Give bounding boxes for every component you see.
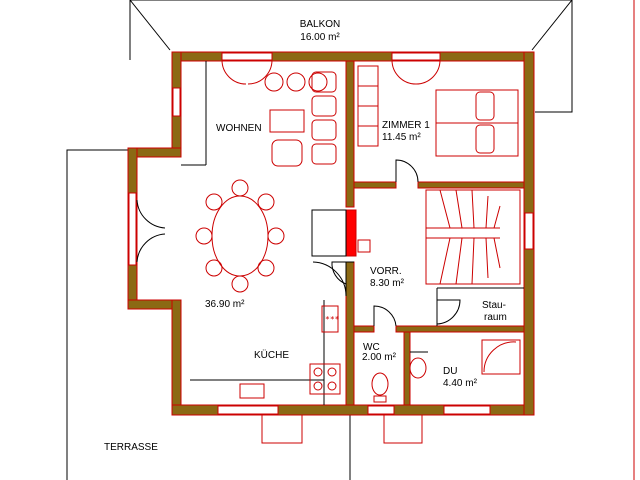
thin-lines: [181, 61, 524, 405]
terrasse-label: TERRASSE: [104, 442, 158, 453]
zimmer1-label: ZIMMER 1: [382, 120, 430, 131]
dining-table: [195, 179, 285, 293]
balcony-door: [221, 59, 441, 85]
wc-label: WC: [363, 342, 380, 353]
balkon-area: 16.00 m²: [300, 32, 340, 43]
staircase: [425, 189, 521, 285]
bathroom-fixtures: [371, 339, 521, 403]
wc-area: 2.00 m²: [362, 352, 397, 363]
bedroom-furniture: [357, 65, 519, 157]
du-label: DU: [443, 366, 457, 377]
kitchen-furniture: ***: [239, 305, 341, 399]
interior-walls: [345, 60, 525, 406]
living-furniture: [264, 71, 337, 167]
stove: [311, 209, 347, 257]
doors: [136, 159, 461, 353]
chimney: [345, 209, 357, 257]
chimney-box: [357, 239, 371, 253]
stauraum-label-1: Stau-: [482, 300, 506, 311]
vorr-area: 8.30 m²: [370, 278, 405, 289]
vorr-label: VORR.: [370, 266, 402, 277]
zimmer1-area: 11.45 m²: [382, 132, 421, 143]
balcony-outline: [129, 0, 573, 113]
du-area: 4.40 m²: [443, 378, 478, 389]
terrace-outline: [66, 149, 351, 480]
wohnen-label: WOHNEN: [216, 123, 262, 134]
balkon-label: BALKON: [300, 19, 341, 30]
bay-windows: [261, 414, 423, 444]
kueche-label: KÜCHE: [254, 349, 289, 361]
wohnen-area: 36.90 m²: [205, 299, 245, 310]
svg-text:***: ***: [325, 315, 340, 324]
stauraum-label-2: raum: [484, 312, 507, 323]
windows: [128, 52, 534, 415]
